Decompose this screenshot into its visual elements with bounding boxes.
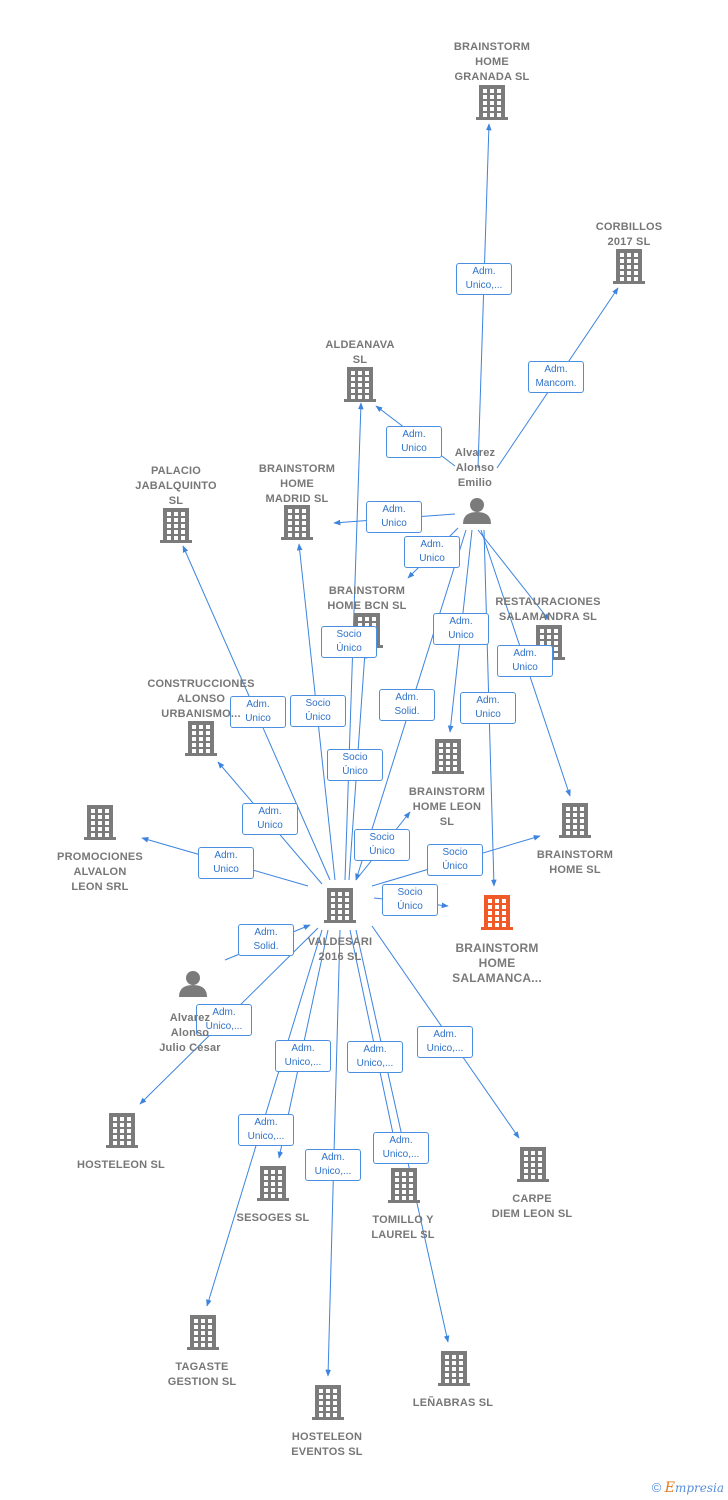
node-valdesari[interactable]: VALDESARI 2016 SL [280,935,400,965]
edge-label-emilio-to-madrid[interactable]: Adm. Unico [366,501,422,533]
node-label: HOSTELEON EVENTOS SL [291,1431,363,1458]
node-label: BRAINSTORM HOME SALAMANCA... [452,941,542,985]
building-icon[interactable] [185,721,217,756]
node-madrid[interactable]: BRAINSTORM HOME MADRID SL [237,462,357,507]
edge-label-valdesari-to-sesoges[interactable]: Adm. Unico,... [275,1040,331,1072]
edge-label-emilio-to-homesl[interactable]: Adm. Unico [497,645,553,677]
edge-label-emilio-to-aldeanava[interactable]: Adm. Unico [386,426,442,458]
node-salamanca[interactable]: BRAINSTORM HOME SALAMANCA... [437,941,557,986]
edge-label-valdesari-to-aldeanava[interactable]: Socio Único [321,626,377,658]
building-icon[interactable] [517,1147,549,1182]
node-tagaste[interactable]: TAGASTE GESTION SL [142,1360,262,1390]
node-label: CARPE DIEM LEON SL [491,1193,573,1220]
node-sesoges[interactable]: SESOGES SL [213,1211,333,1226]
copyright-symbol: © [651,1480,662,1495]
node-label: BRAINSTORM HOME SL [536,849,614,876]
building-icon[interactable] [281,505,313,540]
building-icon[interactable] [476,85,508,120]
node-carpe[interactable]: CARPE DIEM LEON SL [472,1192,592,1222]
person-icon[interactable] [179,971,207,997]
node-aldeanava[interactable]: ALDEANAVA SL [300,338,420,368]
node-palacio[interactable]: PALACIO JABALQUINTO SL [116,464,236,509]
node-label: PROMOCIONES ALVALON LEON SRL [57,851,143,893]
edge-label-valdesari-to-palacio[interactable]: Adm. Unico [230,696,286,728]
edge-label-julio-to-valdesari[interactable]: Adm. Solid. [238,924,294,956]
building-icon[interactable] [438,1351,470,1386]
node-granada[interactable]: BRAINSTORM HOME GRANADA SL [432,40,552,85]
person-icon[interactable] [463,498,491,524]
edge-emilio-to-granada [477,123,492,469]
brand-name: mpresia [674,1481,724,1495]
edge-label-emilio-to-valdesari[interactable]: Adm. Solid. [379,689,435,721]
node-label: HOSTELEON SL [77,1159,165,1171]
edge-label-valdesari-to-tagaste[interactable]: Adm. Unico,... [238,1114,294,1146]
building-icon[interactable] [312,1385,344,1420]
edge-label-valdesari-to-hosteleon[interactable]: Adm. Unico,... [196,1004,252,1036]
edge-label-emilio-to-granada[interactable]: Adm. Unico,... [456,263,512,295]
edge-label-valdesari-to-construcciones[interactable]: Adm. Unico [242,803,298,835]
node-restauraciones[interactable]: RESTAURACIONES SALAMANDRA SL [488,595,608,625]
node-label: LEÑABRAS SL [412,1397,494,1409]
brand-initial: E [664,1480,675,1496]
node-hosteleon_eventos[interactable]: HOSTELEON EVENTOS SL [267,1430,387,1460]
node-label: PALACIO JABALQUINTO SL [135,465,217,507]
node-label: BRAINSTORM HOME MADRID SL [258,463,336,505]
node-leon[interactable]: BRAINSTORM HOME LEON SL [387,785,507,830]
edge-label-valdesari-to-carpe[interactable]: Adm. Unico,... [417,1026,473,1058]
building-icon[interactable] [106,1113,138,1148]
edge-label-valdesari-to-homesl[interactable]: Socio Único [427,844,483,876]
node-corbillos[interactable]: CORBILLOS 2017 SL [569,220,689,250]
node-promociones[interactable]: PROMOCIONES ALVALON LEON SRL [40,850,160,895]
node-label: Alvarez Alonso Julio Cesar [159,1012,221,1054]
edge-label-emilio-to-corbillos[interactable]: Adm. Mancom. [528,361,584,393]
node-label: RESTAURACIONES SALAMANDRA SL [495,596,601,623]
building-icon[interactable] [559,803,591,838]
edge-label-valdesari-to-madrid[interactable]: Socio Único [290,695,346,727]
node-label: ALDEANAVA SL [325,339,395,366]
node-label: BRAINSTORM HOME BCN SL [327,585,407,612]
node-emilio[interactable]: Alvarez Alonso Emilio [415,446,535,491]
edge-label-valdesari-to-tomillo[interactable]: Adm. Unico,... [347,1041,403,1073]
building-icon[interactable] [432,739,464,774]
node-label: CORBILLOS 2017 SL [595,221,663,248]
node-label: TOMILLO Y LAUREL SL [371,1214,435,1241]
edge-label-emilio-to-salamanca[interactable]: Adm. Unico [460,692,516,724]
node-label: BRAINSTORM HOME GRANADA SL [453,41,531,83]
building-icon[interactable] [84,805,116,840]
node-label: SESOGES SL [236,1212,310,1224]
footer-brand: © Empresia [652,1480,724,1496]
node-julio[interactable]: Alvarez Alonso Julio Cesar [130,1011,250,1056]
node-construcciones[interactable]: CONSTRUCCIONES ALONSO URBANISMO... [141,677,261,722]
edge-label-valdesari-to-lenabras[interactable]: Adm. Unico,... [373,1132,429,1164]
node-homesl[interactable]: BRAINSTORM HOME SL [515,848,635,878]
edge-emilio-to-restauraciones [477,529,550,621]
building-icon[interactable] [388,1168,420,1203]
node-label: VALDESARI 2016 SL [307,936,373,963]
edge-label-emilio-to-leon[interactable]: Adm. Unico [433,613,489,645]
node-hosteleon[interactable]: HOSTELEON SL [61,1158,181,1173]
building-icon[interactable] [257,1166,289,1201]
node-tomillo[interactable]: TOMILLO Y LAUREL SL [343,1213,463,1243]
node-label: BRAINSTORM HOME LEON SL [408,786,486,828]
edge-label-valdesari-to-bcn[interactable]: Socio Único [327,749,383,781]
building-icon[interactable] [613,249,645,284]
node-bcn[interactable]: BRAINSTORM HOME BCN SL [307,584,427,614]
edge-label-valdesari-to-leon[interactable]: Socio Único [354,829,410,861]
node-label: CONSTRUCCIONES ALONSO URBANISMO... [147,678,255,720]
node-lenabras[interactable]: LEÑABRAS SL [393,1396,513,1411]
edge-label-valdesari-to-promociones[interactable]: Adm. Unico [198,847,254,879]
node-label: TAGASTE GESTION SL [167,1361,237,1388]
building-icon[interactable] [324,888,356,923]
building-icon[interactable] [344,367,376,402]
edge-label-emilio-to-bcn[interactable]: Adm. Unico [404,536,460,568]
edge-label-valdesari-to-hosteleon_eventos[interactable]: Adm. Unico,... [305,1149,361,1181]
node-label: Alvarez Alonso Emilio [454,447,496,489]
building-icon[interactable] [160,508,192,543]
building-icon[interactable] [187,1315,219,1350]
building-icon[interactable] [481,895,513,930]
edge-label-valdesari-to-salamanca[interactable]: Socio Único [382,884,438,916]
